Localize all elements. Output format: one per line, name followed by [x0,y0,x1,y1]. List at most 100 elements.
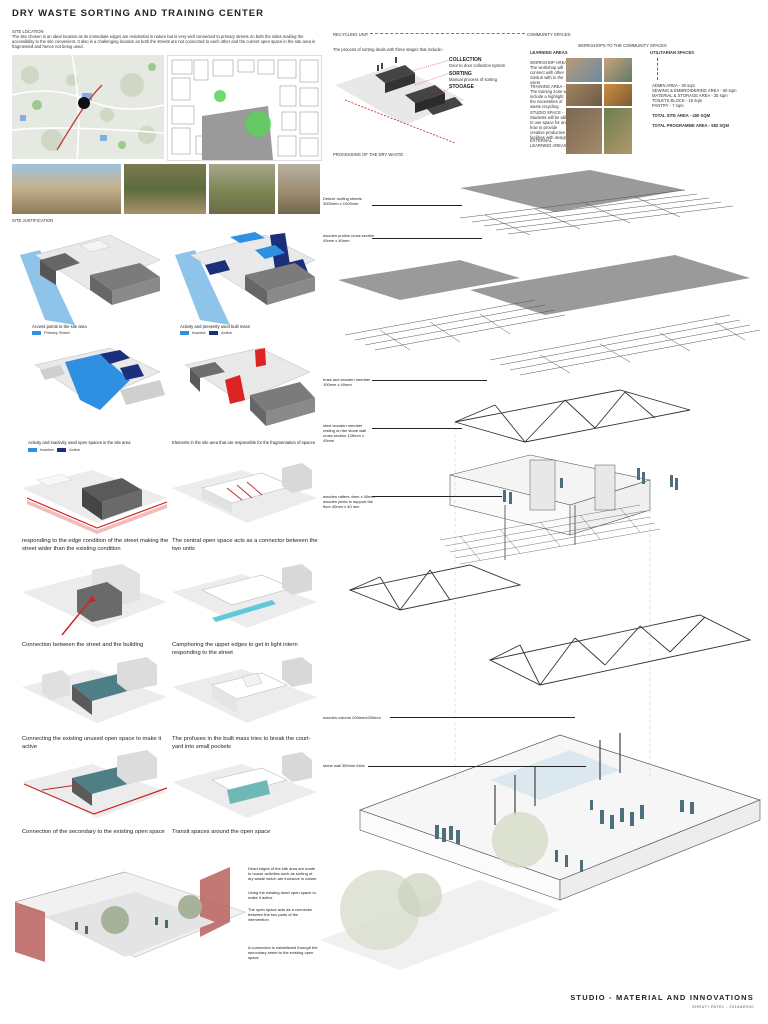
community-spaces-label: COMMUNITY SPACES [527,32,571,37]
analysis-diagram-access [20,234,161,325]
utilitarian-item: SEWING & EMBROIDERING AREA - 50 sqm [652,88,737,93]
exploded-callout-1: Deluxe roofing sheets 3000mm x 1000mm [323,196,362,206]
strategy-caption-7: Connection of the secondary to the exist… [22,829,165,835]
bottom-callout-2: Using the existing dead open space to ma… [248,890,316,900]
exploded-callout-4: steel wooden member resting on the stone… [323,423,367,443]
stage-storage: STOOAGE [449,84,474,90]
strategy-caption-5: Connecting the existing unused open spac… [22,736,162,750]
studio-title: STUDIO - MATERIAL AND INNOVATIONS [570,993,754,1002]
legend-label: Active [221,330,233,335]
stage-name: COLLECTION [449,57,482,63]
site-map [12,55,164,159]
utilitarian-item: PANTRY - 7 sqm [652,103,684,108]
exploded-callout-3: truss and wooden member 100mm x 40mm [323,377,371,387]
page-title: DRY WASTE SORTING AND TRAINING CENTER [12,8,264,19]
site-location-heading: SITE LOCATION [12,29,44,34]
learning-photo-6 [604,108,632,154]
process-arrow [370,33,525,34]
site-photo-2 [124,164,206,214]
strategy-caption-6: The profuses in the built mass tries to … [172,736,311,750]
legend-label: Inactive [192,330,206,335]
bottom-section-perspective [15,867,246,962]
strategy-diagram-7 [22,750,168,818]
strategy-caption-1: responding to the edge condition of the … [22,538,169,552]
callout-leader [372,496,502,497]
site-photo-1 [12,164,121,214]
strategy-caption-4: Camphoring the upper edges to get in lig… [172,642,298,656]
learning-item-3: STUDIO SPACE - Students will be able to … [530,110,569,140]
exploded-axonometric [320,170,762,970]
stage-name: SORTING [449,71,472,77]
strategy-diagram-6 [172,657,317,723]
site-photo-4 [278,164,320,214]
analysis-caption-3: Activity and inactivity used open spaces… [28,440,131,445]
strategy-diagram-3 [22,564,167,636]
learning-item-1: WORKSHOP AREA - The workshop will connec… [530,60,570,85]
bottom-callout-1: Dead edges of the site area are made to … [248,866,317,881]
legend-label: Active [69,447,81,452]
utilitarian-item: TOILETS BLOCK - 15 sqm [652,98,703,103]
callout-leader [372,428,462,429]
process-caption: PROCESSING OF THE DRY WASTE [333,152,404,157]
callout-leader [368,766,586,767]
callout-leader [390,717,575,718]
strategy-diagram-5 [22,657,167,723]
analysis-legend-3: Inactive Active [28,447,80,452]
process-intro: The process of sorting deals with three … [333,47,444,52]
learning-heading: LEARNING AREAS [530,50,568,55]
learning-item-4: EXTERNAL LEARNING AREAS [530,138,567,148]
strategy-caption-8: Transit spaces around the open space [172,829,271,835]
utilitarian-arrow [657,58,658,80]
utilitarian-heading: UTILITARIAN SPACES [650,50,695,55]
site-photo-3 [209,164,275,214]
site-location-block: SITE LOCATION The site chosen is an idea… [12,29,317,49]
strategy-caption-3: Connection between the street and the bu… [22,642,144,648]
utilitarian-item: ADMIN AREA - 30 sqm [652,83,696,88]
exploded-callout-6: wooden column 200mmx200mm [323,715,381,720]
analysis-diagram-fragmentation [184,347,315,426]
site-location-text: The site chosen is an ideal location as … [12,34,316,49]
strategy-diagram-8 [172,752,317,818]
legend-label: Inactive [40,447,54,452]
bottom-callout-3: The open space acts as a connector betwe… [248,907,313,922]
strategy-caption-2: The central open space acts as a connect… [172,538,318,552]
learning-photo-1 [566,58,602,82]
exploded-callout-2: wooden purlins cross section 40mm x 40mm [323,233,375,243]
process-diagram [335,57,465,144]
credit-line: SHRUTI PATEL - 2016AR000 [692,1005,754,1009]
analysis-diagram-built-mass [175,232,316,325]
recycling-unit-label: RECYCLING UNIT [333,32,369,37]
utilitarian-list: ADMIN AREA - 30 sqm SEWING & EMBROIDERIN… [652,83,752,108]
stage-collection: COLLECTION Door to door collection syste… [449,57,505,68]
legend-label: Primary Street [44,330,70,335]
site-justification-heading: SITE JUSTIFICATION [12,218,54,223]
utilitarian-item: MATERIAL & STORAGE AREA - 25 sqm [652,93,728,98]
learning-photo-3 [566,84,602,106]
bottom-callout-4: A connection is established through the … [248,945,318,960]
learning-photo-2 [604,58,632,82]
strategy-diagram-2 [172,463,317,523]
analysis-diagram-open-space [34,347,165,410]
callout-leader [372,380,487,381]
analysis-legend-1: Primary Street [32,330,70,335]
total-programme-area: TOTAL PROGRAMME AREA - 582 SQM [652,123,729,128]
analysis-caption-2: Activity and presently used built mass [180,324,250,329]
analysis-legend-2: Inactive Active [180,330,232,335]
analysis-caption-1: Access points to the site area [32,324,87,329]
figure-ground-map [167,55,322,161]
callout-leader [372,238,482,239]
analysis-caption-4: Elements in the site area that are respo… [172,440,315,445]
learning-photo-5 [566,108,602,154]
stage-desc: Door to door collection system [449,63,506,69]
total-site-area: TOTAL SITE AREA - 400 SQM [652,113,711,118]
learning-item-2: TRAINING AREA - The training zone will i… [530,84,570,109]
stage-desc: Manual process of sorting [449,77,497,83]
learning-sub: WORKSHOPS TO THE COMMUNITY SPACES [578,43,667,48]
learning-photo-4 [604,84,632,106]
stage-name: STOOAGE [449,84,474,90]
strategy-diagram-1 [22,470,168,534]
stage-sorting: SORTING Manual process of sorting [449,71,497,82]
exploded-callout-5: wooden rafters 4mm x 40mm wooden joints … [323,494,375,509]
callout-leader [372,205,462,206]
exploded-callout-7: stone wall 300mm thick [323,763,365,768]
